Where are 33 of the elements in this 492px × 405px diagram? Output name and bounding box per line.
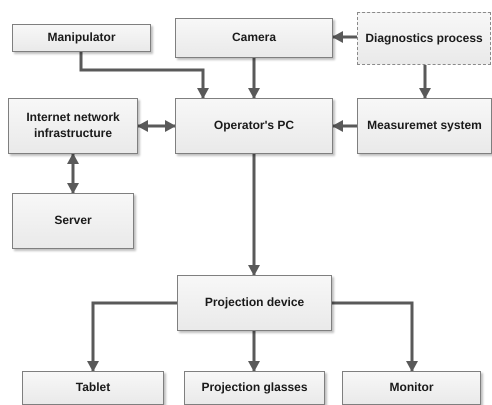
- arrow: [248, 154, 260, 276]
- arrow: [332, 302, 418, 372]
- process-box: [177, 275, 332, 331]
- process-box: [8, 98, 138, 154]
- process-box: [22, 371, 164, 405]
- box-label: Manipulator: [46, 30, 116, 46]
- arrow: [137, 120, 176, 132]
- box-label: Camera: [230, 30, 278, 46]
- box-label: Internet network infrastructure: [25, 110, 121, 142]
- process-box: [342, 371, 481, 405]
- arrow: [332, 31, 357, 43]
- process-box: [184, 371, 325, 405]
- box-label: Projection device: [204, 295, 306, 311]
- arrow: [87, 302, 177, 372]
- process-box: [175, 18, 333, 58]
- process-box: [12, 24, 151, 52]
- arrow: [248, 58, 260, 99]
- box-label: Tablet: [74, 380, 112, 396]
- box-label: Measuremet system: [366, 118, 483, 134]
- arrow: [332, 120, 357, 132]
- box-label: Diagnostics process: [364, 30, 484, 46]
- arrow: [80, 52, 209, 99]
- arrow: [67, 153, 79, 194]
- box-label: Server: [53, 213, 93, 229]
- arrow: [248, 331, 260, 372]
- process-box: [357, 98, 492, 154]
- process-box: [357, 12, 491, 65]
- process-box: [12, 193, 134, 249]
- arrow: [419, 65, 431, 99]
- box-label: Monitor: [388, 380, 434, 396]
- box-label: Operator's PC: [212, 118, 296, 134]
- process-box: [175, 98, 333, 154]
- box-label: Projection glasses: [200, 380, 309, 396]
